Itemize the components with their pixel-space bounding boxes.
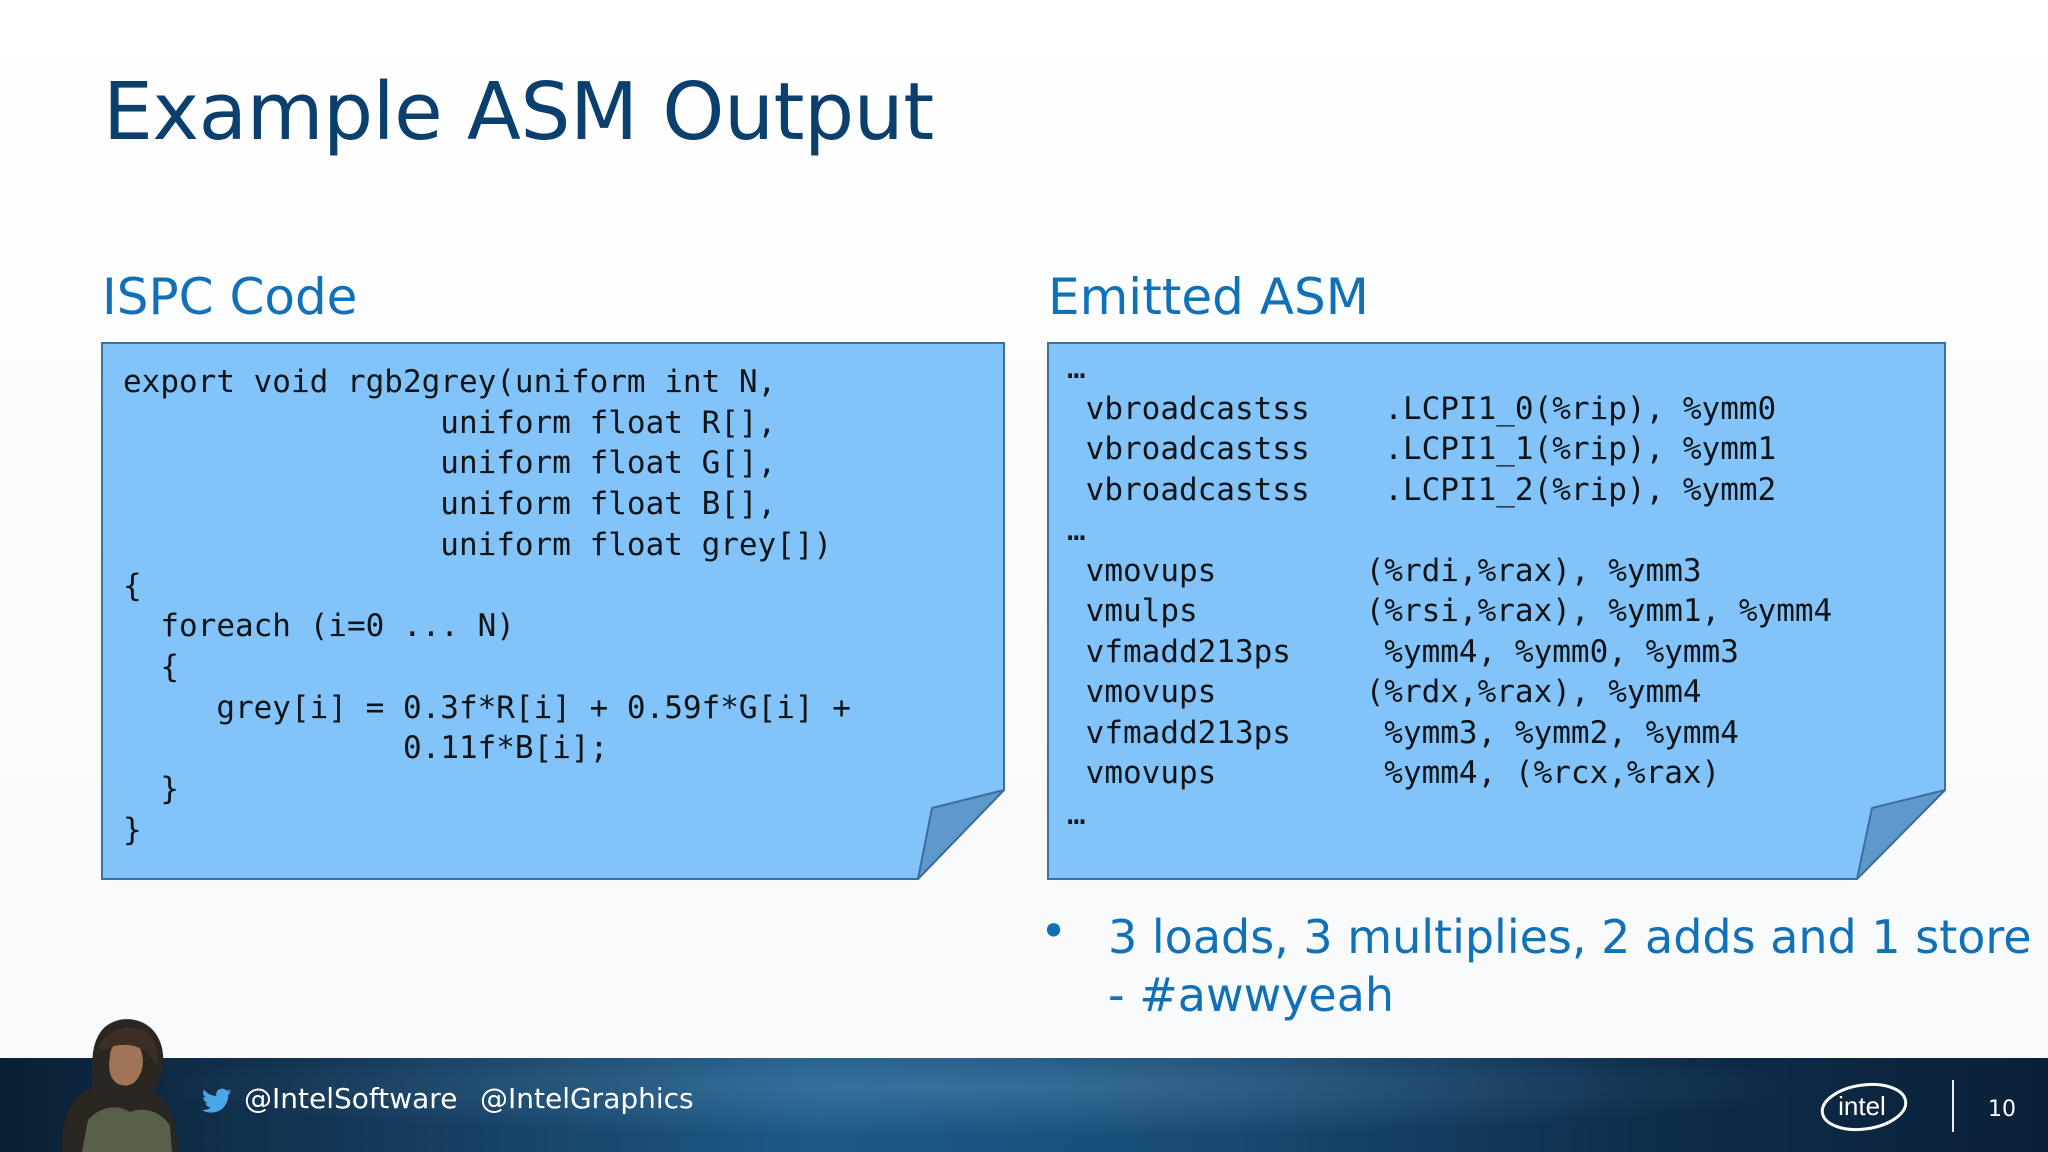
twitter-icon xyxy=(202,1088,232,1113)
footer-bar xyxy=(0,1058,2048,1152)
note-shape-right xyxy=(1047,342,1946,880)
ispc-code-block: export void rgb2grey(uniform int N, unif… xyxy=(123,364,851,848)
ispc-code-heading: ISPC Code xyxy=(102,268,358,326)
footer-divider xyxy=(1952,1080,1954,1132)
ispc-code-panel: export void rgb2grey(uniform int N, unif… xyxy=(101,342,1005,880)
intel-logo: intel xyxy=(1820,1082,1908,1132)
bullet-text: 3 loads, 3 multiplies, 2 adds and 1 stor… xyxy=(1108,910,2032,1022)
page-number: 10 xyxy=(1988,1097,2016,1122)
slide-title: Example ASM Output xyxy=(103,66,934,158)
asm-code-block: … vbroadcastss .LCPI1_0(%rip), %ymm0 vbr… xyxy=(1067,350,1833,832)
twitter-handle-intelgraphics[interactable]: @IntelGraphics xyxy=(480,1082,694,1115)
game-character-image xyxy=(61,1019,178,1152)
note-shape-left xyxy=(101,342,1005,880)
emitted-asm-heading: Emitted ASM xyxy=(1048,268,1369,326)
footer-glow xyxy=(0,1058,2048,1152)
bullet-dot-icon: • xyxy=(1040,904,1068,958)
emitted-asm-panel: … vbroadcastss .LCPI1_0(%rip), %ymm0 vbr… xyxy=(1047,342,1946,880)
intel-logo-text: intel xyxy=(1838,1091,1886,1121)
twitter-handle-intelsoftware[interactable]: @IntelSoftware xyxy=(244,1082,458,1115)
